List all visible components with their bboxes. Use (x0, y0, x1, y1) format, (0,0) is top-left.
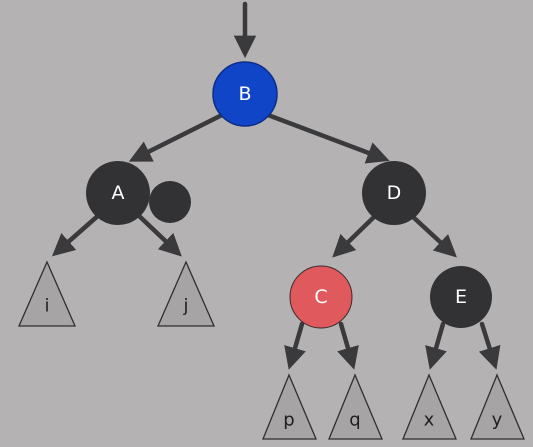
extra-black-token (149, 181, 191, 223)
node-circle (430, 266, 492, 328)
subtree-q: q (328, 373, 383, 440)
subtree-label: q (349, 410, 360, 431)
subtree-triangle (262, 373, 317, 440)
edge-C-to-q (337, 321, 359, 370)
subtree-label: y (492, 410, 503, 431)
node-label: C (314, 286, 327, 308)
subtree-i: i (18, 260, 76, 327)
node-label: B (238, 83, 251, 105)
subtree-triangle (157, 260, 215, 327)
edge-E-to-y (478, 321, 501, 370)
node-circle (289, 265, 353, 329)
subtree-triangle (470, 373, 525, 440)
subtree-label: x (424, 410, 435, 431)
edge-D-to-E (409, 213, 457, 258)
node-C: C (289, 265, 353, 329)
edge-B-to-A (128, 112, 225, 162)
subtree-label: p (283, 410, 294, 431)
edge-A-to-j (134, 211, 182, 257)
edge-A-to-i (51, 211, 103, 257)
node-extra-black (149, 181, 191, 223)
edge-D-to-C (332, 213, 378, 258)
node-A: A (86, 161, 150, 225)
subtree-triangle (328, 373, 383, 440)
edge-C-to-p (284, 321, 306, 370)
subtree-x: x (402, 373, 457, 440)
edge-E-to-x (425, 321, 447, 370)
subtree-y: y (470, 373, 525, 440)
node-E: E (430, 266, 492, 328)
subtree-label: i (44, 296, 49, 317)
node-label: E (455, 286, 467, 308)
subtree-p: p (262, 373, 317, 440)
node-D: D (362, 161, 426, 225)
subtree-triangle (402, 373, 457, 440)
edge-B-to-D (265, 112, 390, 164)
subtree-triangle (18, 260, 76, 327)
node-circle (212, 61, 278, 127)
subtree-j: j (157, 260, 215, 327)
node-B: B (212, 61, 278, 127)
subtree-label: j (182, 296, 188, 317)
node-label: D (387, 182, 402, 204)
edges (51, 1, 501, 370)
node-circle (86, 161, 150, 225)
node-circle (362, 161, 426, 225)
node-label: A (112, 182, 125, 204)
